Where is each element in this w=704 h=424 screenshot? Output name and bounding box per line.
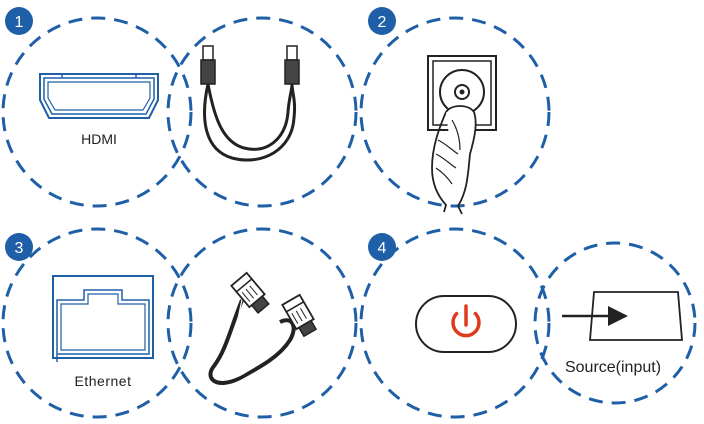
step-1-number: 1 bbox=[15, 14, 24, 31]
power-button-icon[interactable] bbox=[416, 296, 516, 352]
hdmi-label: HDMI bbox=[81, 131, 117, 147]
source-input-icon[interactable] bbox=[562, 292, 682, 340]
step-4-number: 4 bbox=[378, 240, 387, 257]
hdmi-cable-icon bbox=[201, 46, 299, 160]
step-3-right-dashed-circle bbox=[168, 229, 356, 417]
step-4: 4 Source(input) bbox=[361, 229, 695, 417]
step-1-left-dashed-circle bbox=[3, 18, 191, 206]
ethernet-label: Ethernet bbox=[75, 373, 132, 389]
step-2-number: 2 bbox=[378, 14, 387, 31]
step-2: 2 bbox=[361, 7, 549, 214]
step-3-number: 3 bbox=[15, 240, 24, 257]
source-input-label: Source(input) bbox=[565, 359, 661, 376]
ethernet-cable-icon bbox=[210, 273, 318, 383]
ethernet-port-icon bbox=[53, 276, 153, 362]
step-1-right-dashed-circle bbox=[168, 18, 356, 206]
power-outlet-plug-icon bbox=[428, 56, 496, 214]
step-3: 3 Ethernet bbox=[3, 229, 356, 417]
step-1: 1 HDMI bbox=[3, 7, 356, 206]
hdmi-port-icon bbox=[40, 74, 158, 118]
